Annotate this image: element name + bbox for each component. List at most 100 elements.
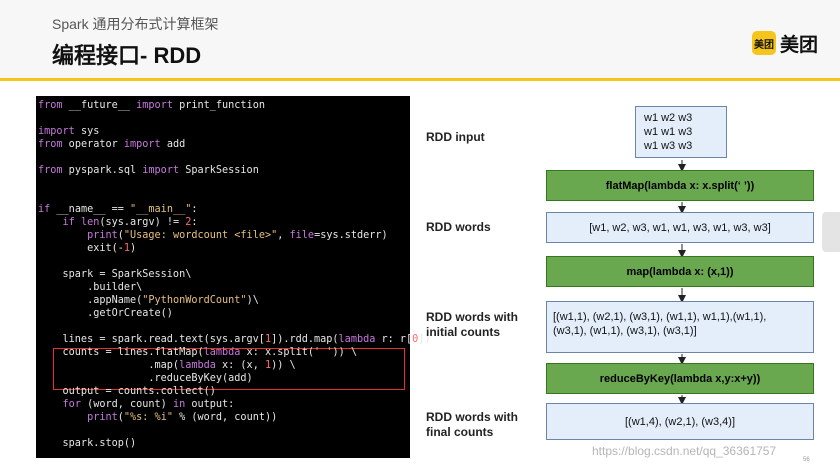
code-line: print("%s: %i" % (word, count)) bbox=[38, 411, 277, 424]
code-token: import bbox=[123, 139, 161, 150]
label-rdd-counts-line2: initial counts bbox=[426, 325, 501, 339]
code-line: if len(sys.argv) != 2: bbox=[38, 216, 198, 229]
code-line: exit(-1) bbox=[38, 242, 136, 255]
code-token: x: x.split( bbox=[240, 347, 315, 358]
code-line: for (word, count) in output: bbox=[38, 398, 235, 411]
label-rdd-words: RDD words bbox=[426, 220, 491, 234]
code-token: sys bbox=[74, 126, 100, 137]
code-token: if bbox=[62, 217, 75, 228]
code-line: print("Usage: wordcount <file>", file=sy… bbox=[38, 229, 388, 242]
slide-header: Spark 通用分布式计算框架 编程接口- RDD 美团 美团 bbox=[0, 0, 840, 81]
code-token: x: (x, bbox=[215, 360, 265, 371]
label-rdd-input: RDD input bbox=[426, 130, 485, 144]
code-token: __future__ bbox=[62, 100, 137, 111]
code-token: in bbox=[172, 399, 186, 410]
code-token: (sys.argv) != bbox=[99, 217, 186, 228]
code-token: output = counts.collect() bbox=[38, 386, 216, 397]
code-token: lines = spark.read.text(sys.argv[ bbox=[38, 334, 265, 345]
diagram-arrows bbox=[678, 160, 686, 405]
code-token: lambda bbox=[203, 347, 241, 358]
page-number: 56 bbox=[803, 457, 810, 463]
code-line: from __future__ import print_function bbox=[38, 99, 265, 112]
code-token: "__main__" bbox=[130, 204, 192, 215]
code-token: ( bbox=[117, 230, 124, 241]
counts-line-2: (w3,1), (w1,1), (w3,1), (w3,1)] bbox=[553, 325, 697, 337]
op-map: map(lambda x: (x,1)) bbox=[546, 256, 814, 287]
code-token: spark = SparkSession\ bbox=[38, 269, 192, 280]
code-token: for bbox=[62, 399, 81, 410]
code-token: 1 bbox=[264, 360, 272, 371]
code-token: "%s: %i" bbox=[123, 412, 173, 423]
code-token: 2 bbox=[185, 217, 192, 228]
code-line: .builder\ bbox=[38, 281, 142, 294]
code-line: if __name__ == "__main__": bbox=[38, 203, 198, 216]
code-token: output: bbox=[185, 399, 235, 410]
code-token: )\ bbox=[246, 295, 259, 306]
code-token: : bbox=[191, 204, 198, 215]
code-line: import sys bbox=[38, 125, 99, 138]
op-reduce: reduceByKey(lambda x,y:x+y)) bbox=[546, 363, 814, 394]
code-token: print bbox=[87, 412, 118, 423]
input-line-2: w1 w1 w3 bbox=[644, 126, 693, 138]
code-token: , bbox=[277, 230, 290, 241]
meituan-logo: 美团 美团 bbox=[752, 30, 818, 56]
code-token: 1 bbox=[264, 334, 272, 345]
code-token: add bbox=[160, 139, 186, 150]
counts-line-1: [(w1,1), (w2,1), (w3,1), (w1,1), w1,1),(… bbox=[553, 311, 767, 323]
code-token: import bbox=[136, 100, 173, 111]
code-token: 1 bbox=[123, 243, 131, 254]
code-line: .appName("PythonWordCount")\ bbox=[38, 294, 259, 307]
watermark: https://blog.csdn.net/qq_36361757 bbox=[592, 444, 777, 458]
code-token: ' ' bbox=[314, 347, 333, 358]
code-token: print_function bbox=[172, 100, 265, 111]
code-token: =sys.stderr) bbox=[314, 230, 388, 241]
code-token: lambda bbox=[338, 334, 376, 345]
slide-title: 编程接口- RDD bbox=[52, 43, 202, 68]
code-token: __name__ == bbox=[50, 204, 131, 215]
counts-box: [(w1,1), (w2,1), (w3,1), (w1,1), w1,1),(… bbox=[546, 301, 814, 353]
code-token: .appName( bbox=[38, 295, 143, 306]
label-rdd-final-line2: final counts bbox=[426, 425, 494, 439]
code-line: spark.stop() bbox=[38, 437, 137, 450]
code-token: r: r[ bbox=[375, 334, 413, 345]
code-line: counts = lines.flatMap(lambda x: x.split… bbox=[38, 346, 357, 359]
code-line: lines = spark.read.text(sys.argv[1]).rdd… bbox=[38, 333, 431, 346]
code-token: len bbox=[80, 217, 100, 228]
logo-badge-icon: 美团 bbox=[752, 31, 776, 55]
code-token: counts = lines.flatMap( bbox=[38, 347, 204, 358]
code-highlight-box bbox=[53, 348, 405, 390]
code-token bbox=[38, 399, 63, 410]
label-rdd-final-line1: RDD words with bbox=[426, 410, 518, 424]
code-token: ( bbox=[117, 412, 124, 423]
words-box: [w1, w2, w3, w1, w1, w3, w1, w3, w3] bbox=[546, 212, 814, 243]
code-token: .reduceByKey(add) bbox=[38, 373, 253, 384]
op-flatmap: flatMap(lambda x: x.split(‘ ’)) bbox=[546, 170, 814, 201]
label-rdd-counts-line1: RDD words with bbox=[426, 310, 518, 324]
code-token: import bbox=[142, 165, 180, 176]
code-token: (word, count) bbox=[80, 399, 173, 410]
code-token: file bbox=[289, 230, 315, 241]
code-token: .getOrCreate() bbox=[38, 308, 173, 319]
code-token: : bbox=[191, 217, 198, 228]
code-line: from operator import add bbox=[38, 138, 185, 151]
rdd-diagram: RDD input RDD words RDD words with initi… bbox=[418, 96, 818, 458]
code-token: "PythonWordCount" bbox=[142, 295, 247, 306]
code-token: from bbox=[38, 165, 63, 176]
code-token: .map( bbox=[38, 360, 180, 371]
final-box: [(w1,4), (w2,1), (w3,4)] bbox=[546, 403, 814, 440]
code-token: operator bbox=[62, 139, 124, 150]
input-line-1: w1 w2 w3 bbox=[644, 112, 693, 124]
code-token bbox=[38, 412, 87, 423]
input-line-3: w1 w3 w3 bbox=[644, 140, 693, 152]
code-token bbox=[38, 230, 87, 241]
code-line: from pyspark.sql import SparkSession bbox=[38, 164, 259, 177]
code-token: if bbox=[38, 204, 51, 215]
code-token: from bbox=[38, 139, 63, 150]
code-token: print bbox=[87, 230, 118, 241]
code-token: from bbox=[38, 100, 63, 111]
side-scroll-tab[interactable] bbox=[822, 212, 840, 252]
code-token: )) \ bbox=[271, 360, 296, 371]
code-token: 0 bbox=[412, 334, 419, 345]
code-token: exit(- bbox=[38, 243, 124, 254]
code-token: import bbox=[38, 126, 75, 137]
